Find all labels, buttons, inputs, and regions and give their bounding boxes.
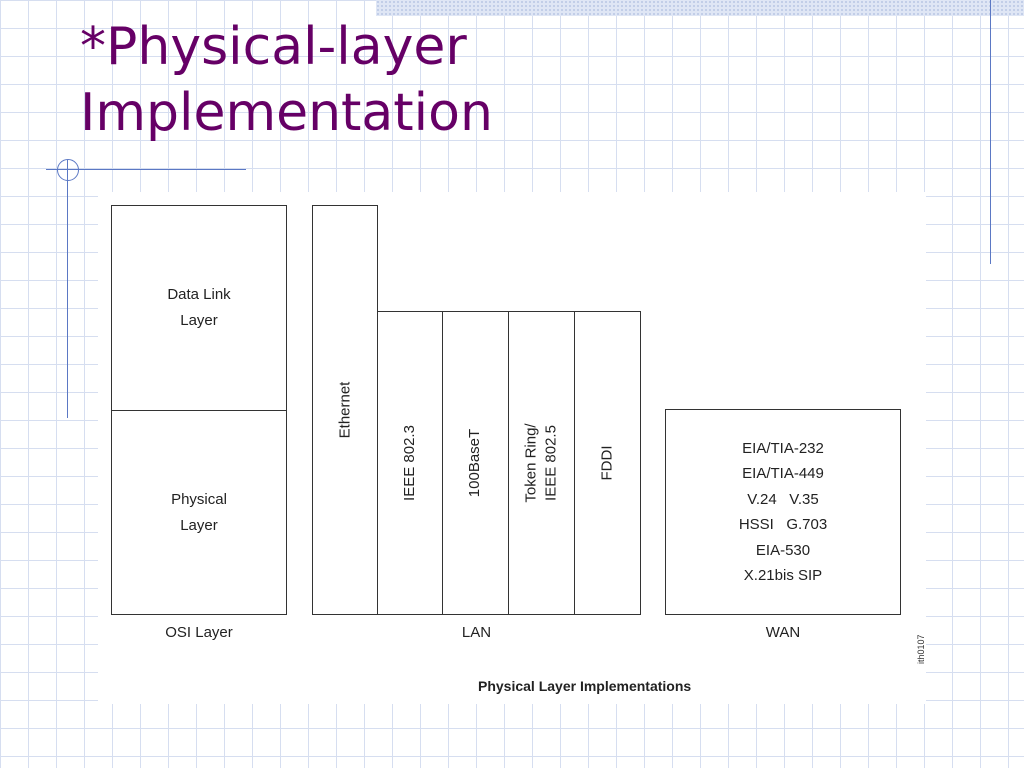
crosshair-circle-icon bbox=[57, 159, 79, 181]
diagram-caption: Physical Layer Implementations bbox=[478, 678, 692, 694]
osi-layer-label: OSI Layer bbox=[165, 624, 233, 641]
lan-column-100baset: 100BaseT bbox=[442, 311, 509, 615]
slide-title-line-2: Implementation bbox=[80, 83, 493, 143]
right-decorative-line bbox=[990, 0, 991, 264]
wan-item: EIA/TIA-449 bbox=[742, 465, 824, 482]
lan-column-fddi: FDDI bbox=[574, 311, 641, 615]
lan-column-ieee-802-3: IEEE 802.3 bbox=[377, 311, 443, 615]
wan-item: V.24 V.35 bbox=[747, 490, 819, 508]
figure-id: ith0107 bbox=[916, 634, 926, 664]
data-link-label-line-1: Data Link bbox=[167, 286, 231, 303]
wan-item: X.21bis SIP bbox=[743, 567, 823, 584]
fddi-label: FDDI bbox=[598, 445, 616, 481]
wan-label: WAN bbox=[765, 624, 801, 641]
data-link-label-line-2: Layer bbox=[180, 312, 218, 329]
top-decorative-band bbox=[376, 0, 1024, 16]
wan-interfaces-box: EIA/TIA-232 EIA/TIA-449 V.24 V.35 HSSI G… bbox=[665, 409, 901, 615]
physical-label-line-1: Physical bbox=[171, 490, 227, 508]
wan-item: EIA/TIA-232 bbox=[742, 439, 824, 457]
lan-column-token-ring: Token Ring/ IEEE 802.5 bbox=[508, 311, 575, 615]
title-underline bbox=[46, 169, 246, 170]
lan-column-ethernet: Ethernet bbox=[312, 205, 378, 615]
token-ring-label-line-1: Token Ring/ bbox=[522, 423, 540, 503]
physical-label-line-2: Layer bbox=[180, 516, 218, 534]
ieee-802-3-label: IEEE 802.3 bbox=[401, 425, 419, 501]
osi-data-link-layer-box: Data Link Layer bbox=[111, 205, 287, 411]
wan-item: EIA-530 bbox=[755, 541, 811, 559]
physical-layer-diagram: Data Link Layer Physical Layer OSI Layer… bbox=[98, 192, 926, 704]
osi-physical-layer-box: Physical Layer bbox=[111, 410, 287, 615]
lan-label: LAN bbox=[461, 624, 492, 641]
100baset-label: 100BaseT bbox=[466, 428, 484, 498]
slide-title-line-1: *Physical-layer bbox=[80, 17, 467, 77]
token-ring-label-line-2: IEEE 802.5 bbox=[542, 425, 560, 501]
ethernet-label: Ethernet bbox=[336, 381, 353, 439]
wan-item: HSSI G.703 bbox=[738, 516, 828, 533]
slide-title: *Physical-layer Implementation bbox=[80, 14, 493, 146]
left-decorative-line bbox=[67, 160, 68, 418]
